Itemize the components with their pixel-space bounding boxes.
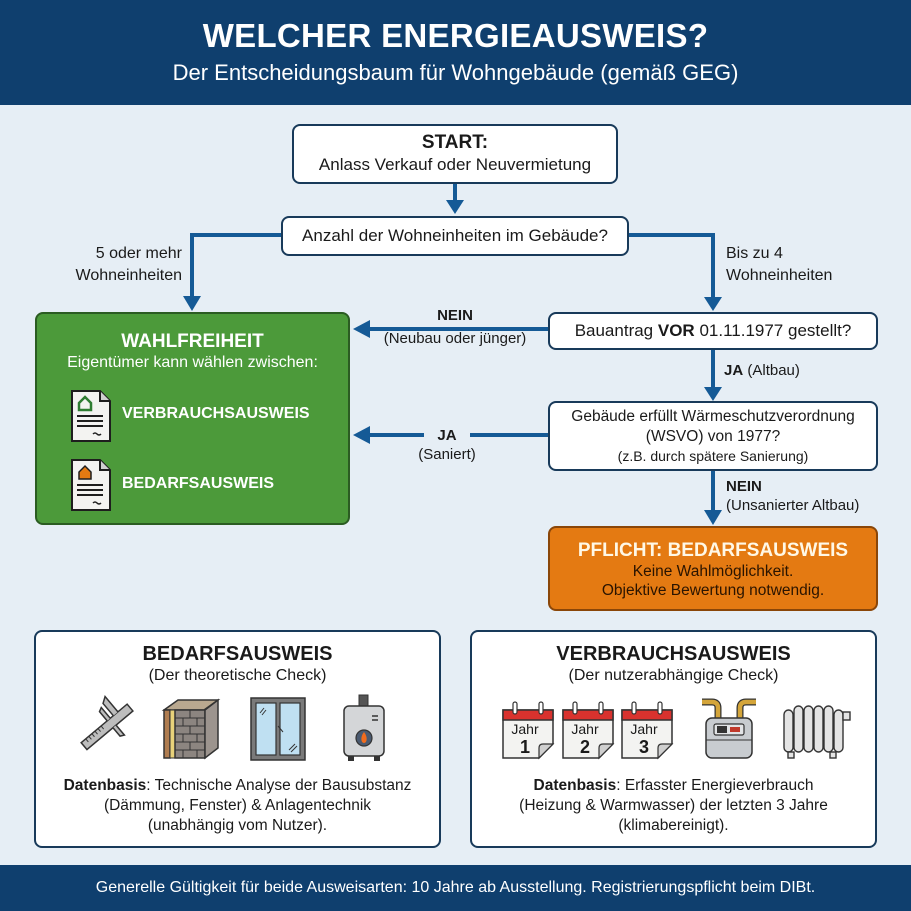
calendar-label: Jahr: [571, 721, 599, 737]
choice-box: WAHLFREIHEIT Eigentümer kann wählen zwis…: [35, 312, 350, 525]
window-icon: [250, 697, 306, 761]
question-wsvo-line1: Gebäude erfüllt Wärmeschutzverordnung: [571, 408, 855, 425]
ja2-text: (Saniert): [418, 446, 476, 463]
arrow-units-to-date: [628, 233, 715, 300]
arrowhead: [704, 387, 722, 401]
mandatory-line2: Objektive Bewertung notwendig.: [601, 582, 825, 599]
ja2-label: JA (Saniert): [410, 426, 484, 464]
card-bedarf-desc-line3: (unabhängig vom Nutzer).: [147, 817, 328, 834]
branch-many-line1: 5 oder mehr: [95, 245, 182, 262]
question-wsvo-line2: (WSVO) von 1977?: [645, 428, 781, 445]
ja1-bold: JA: [724, 362, 744, 379]
nein2-bold: NEIN: [726, 478, 762, 495]
question-units-text: Anzahl der Wohneinheiten im Gebäude?: [302, 226, 608, 245]
question-wsvo: Gebäude erfüllt Wärmeschutzverordnung (W…: [548, 401, 878, 471]
ja1-text: (Altbau): [743, 362, 800, 379]
branch-many-line2: Wohneinheiten: [75, 267, 182, 284]
boiler-icon: [343, 694, 385, 761]
nein1-text: (Neubau oder jünger): [383, 330, 527, 347]
card-bedarf-icons: [36, 694, 439, 766]
card-verbrauch-desc: Datenbasis: Erfasster Energieverbrauch (…: [472, 776, 875, 836]
question-date-text: Bauantrag VOR 01.11.1977 gestellt?: [550, 314, 876, 348]
card-bedarf-desc-line1: : Technische Analyse der Bausubstanz: [146, 777, 412, 794]
mandatory-box: PFLICHT: BEDARFSAUSWEIS Keine Wahlmöglic…: [548, 526, 878, 611]
card-verbrauch-desc-line1: : Erfasster Energieverbrauch: [616, 777, 814, 794]
calendar-number: 2: [579, 737, 590, 757]
question-date: Bauantrag VOR 01.11.1977 gestellt?: [548, 312, 878, 350]
insulated-wall-icon: [161, 698, 221, 760]
calendar-number: 1: [519, 737, 530, 757]
card-bedarf-desc: Datenbasis: Technische Analyse der Bausu…: [36, 776, 439, 836]
card-bedarf-subtitle: (Der theoretische Check): [148, 667, 327, 684]
document-house-orange-icon: [71, 459, 111, 511]
choice-title: WAHLFREIHEIT: [121, 331, 264, 352]
start-node: START: Anlass Verkauf oder Neuvermietung: [292, 124, 618, 184]
choice-option-verbrauch: VERBRAUCHSAUSWEIS: [122, 405, 310, 422]
calendar-icon: Jahr 1: [501, 700, 555, 760]
choice-subtitle: Eigentümer kann wählen zwischen:: [67, 354, 318, 371]
branch-few-label: Bis zu 4 Wohneinheiten: [726, 243, 876, 287]
radiator-icon: [783, 705, 851, 759]
ja2-bold: JA: [437, 427, 457, 444]
branch-few-line1: Bis zu 4: [726, 245, 783, 262]
calendar-icon: Jahr 2: [561, 700, 615, 760]
branch-many-label: 5 oder mehr Wohneinheiten: [50, 243, 182, 287]
page-title: WELCHER ENERGIEAUSWEIS?: [202, 17, 709, 54]
gas-meter-icon: [702, 698, 756, 759]
header: WELCHER ENERGIEAUSWEIS? Der Entscheidung…: [0, 0, 911, 105]
card-bedarf-desc-line2: (Dämmung, Fenster) & Anlagentechnik: [103, 797, 372, 814]
arrowhead: [353, 426, 370, 444]
question-date-pre: Bauantrag: [574, 321, 658, 340]
ja1-label: JA (Altbau): [724, 361, 800, 380]
card-verbrauchsausweis: VERBRAUCHSAUSWEIS (Der nutzerabhängige C…: [470, 630, 877, 848]
question-wsvo-line3: (z.B. durch spätere Sanierung): [617, 448, 809, 464]
nein2-label: NEIN (Unsanierter Altbau): [726, 477, 859, 515]
arrowhead: [704, 510, 722, 525]
arrowhead: [353, 320, 370, 338]
start-text: Anlass Verkauf oder Neuvermietung: [318, 155, 592, 174]
start-title: START:: [421, 132, 489, 153]
footer-text: Generelle Gültigkeit für beide Ausweisar…: [95, 879, 816, 896]
footer: Generelle Gültigkeit für beide Ausweisar…: [0, 865, 911, 911]
mandatory-line1: Keine Wahlmöglichkeit.: [632, 563, 794, 580]
card-verbrauch-desc-bold: Datenbasis: [533, 777, 617, 794]
arrowhead: [183, 296, 201, 311]
calendar-label: Jahr: [630, 721, 658, 737]
calendar-label: Jahr: [511, 721, 539, 737]
choice-option-bedarf: BEDARFSAUSWEIS: [122, 475, 275, 492]
card-verbrauch-title: VERBRAUCHSAUSWEIS: [556, 643, 791, 665]
caliper-icon: [80, 694, 134, 751]
calendar-number: 3: [638, 737, 649, 757]
card-verbrauch-icons: Jahr 1 Jahr 2 Jahr 3: [472, 694, 875, 766]
question-units: Anzahl der Wohneinheiten im Gebäude?: [281, 216, 629, 256]
card-verbrauch-subtitle: (Der nutzerabhängige Check): [568, 667, 779, 684]
arrowhead: [446, 200, 464, 214]
question-date-post: 01.11.1977 gestellt?: [694, 321, 852, 340]
card-verbrauch-desc-line3: (klimabereinigt).: [618, 817, 729, 834]
page-subtitle: Der Entscheidungsbaum für Wohngebäude (g…: [172, 60, 739, 85]
card-bedarf-title: BEDARFSAUSWEIS: [142, 643, 333, 665]
arrowhead: [704, 297, 722, 311]
card-bedarfsausweis: BEDARFSAUSWEIS (Der theoretische Check): [34, 630, 441, 848]
question-date-bold: VOR: [657, 321, 695, 340]
nein1-bold: NEIN: [437, 307, 473, 324]
mandatory-title: PFLICHT: BEDARFSAUSWEIS: [577, 540, 849, 561]
arrow-units-to-choice: [190, 233, 282, 298]
document-house-green-icon: [71, 390, 111, 442]
nein1-label: NEIN (Neubau oder jünger): [370, 306, 540, 348]
calendar-icon: Jahr 3: [620, 700, 674, 760]
card-verbrauch-desc-line2: (Heizung & Warmwasser) der letzten 3 Jah…: [519, 797, 828, 814]
card-bedarf-desc-bold: Datenbasis: [63, 777, 147, 794]
nein2-text: (Unsanierter Altbau): [726, 497, 860, 514]
branch-few-line2: Wohneinheiten: [726, 267, 833, 284]
